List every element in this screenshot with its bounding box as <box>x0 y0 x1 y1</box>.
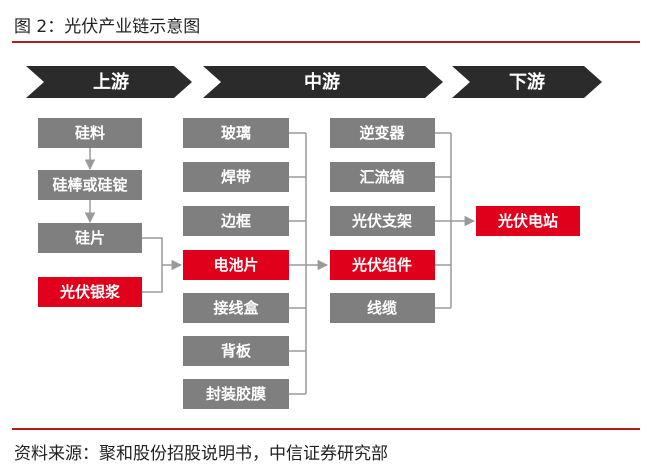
stage-chevron-upstream: 上游 <box>26 66 192 98</box>
svg-text:焊带: 焊带 <box>221 168 251 186</box>
svg-text:逆变器: 逆变器 <box>359 124 405 142</box>
svg-text:玻璃: 玻璃 <box>221 124 251 142</box>
figure-title: 图 2：光伏产业链示意图 <box>14 17 201 37</box>
downstream-box-power-station: 光伏电站 <box>476 206 580 236</box>
svg-text:接线盒: 接线盒 <box>213 299 259 317</box>
mid-box-frame: 边框 <box>183 206 289 236</box>
mid-box-junction-box: 接线盒 <box>183 293 289 323</box>
mid-box-ribbon: 焊带 <box>183 162 289 192</box>
svg-text:线缆: 线缆 <box>367 299 397 317</box>
upstream-box-ingot: 硅棒或硅锭 <box>38 170 142 200</box>
svg-text:硅料: 硅料 <box>75 124 105 142</box>
mid-box-cell: 电池片 <box>183 250 289 280</box>
mid-box-combiner-box: 汇流箱 <box>330 162 435 192</box>
mid-box-encapsulant: 封装胶膜 <box>183 379 289 409</box>
stage-label-midstream: 中游 <box>304 71 340 93</box>
svg-text:边框: 边框 <box>220 212 251 230</box>
stage-label-upstream: 上游 <box>93 71 129 93</box>
mid-box-inverter: 逆变器 <box>330 118 435 148</box>
source-note: 资料来源：聚和股份招股说明书，中信证券研究部 <box>14 444 388 464</box>
svg-text:电池片: 电池片 <box>213 256 258 274</box>
svg-text:硅片: 硅片 <box>75 229 105 247</box>
mid-box-module: 光伏组件 <box>330 250 435 280</box>
svg-text:光伏组件: 光伏组件 <box>351 256 412 274</box>
stage-chevron-midstream: 中游 <box>203 66 443 98</box>
line-silver-paste <box>142 265 163 293</box>
line-wafer <box>142 237 163 265</box>
svg-text:封装胶膜: 封装胶膜 <box>206 385 266 403</box>
svg-text:硅棒或硅锭: 硅棒或硅锭 <box>52 176 127 194</box>
mid-box-mounting: 光伏支架 <box>330 206 435 236</box>
svg-text:汇流箱: 汇流箱 <box>359 168 404 186</box>
mid-box-backsheet: 背板 <box>183 336 289 366</box>
upstream-box-silicon: 硅料 <box>38 118 142 148</box>
svg-text:光伏银浆: 光伏银浆 <box>59 283 121 301</box>
stage-label-downstream: 下游 <box>509 71 545 93</box>
mid-box-cable: 线缆 <box>330 293 435 323</box>
svg-text:光伏电站: 光伏电站 <box>497 212 558 230</box>
svg-text:背板: 背板 <box>221 342 252 360</box>
source-rule <box>12 428 640 430</box>
title-rule <box>12 41 640 43</box>
connectors <box>84 132 476 395</box>
svg-text:光伏支架: 光伏支架 <box>351 212 412 230</box>
upstream-box-silver-paste: 光伏银浆 <box>38 277 142 307</box>
upstream-box-wafer: 硅片 <box>38 223 142 253</box>
stage-chevron-downstream: 下游 <box>452 66 602 98</box>
mid-box-glass: 玻璃 <box>183 118 289 148</box>
